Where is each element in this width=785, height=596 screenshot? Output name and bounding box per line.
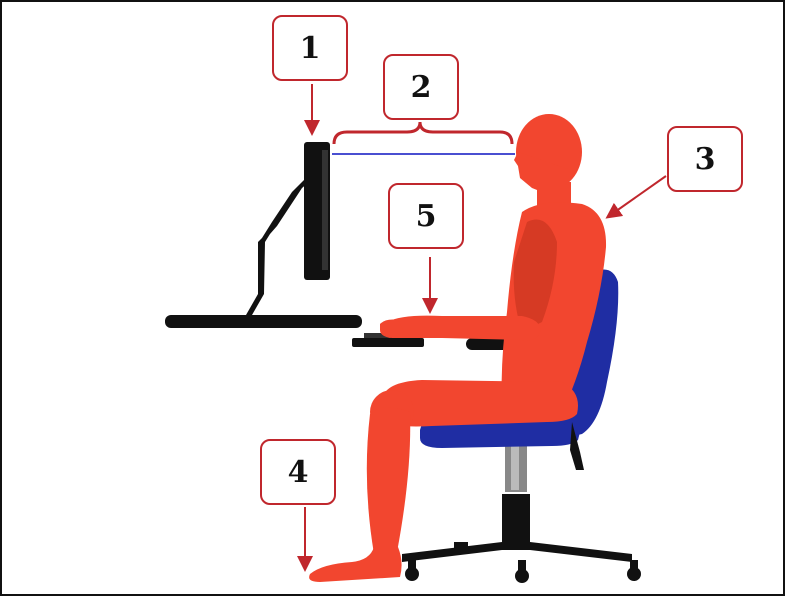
callout-label-1: 1 [272,15,348,81]
callout-label-2: 2 [383,54,459,120]
desk [165,315,362,328]
callout-label-5: 5 [388,183,464,249]
monitor [246,142,330,315]
callout-label-3: 3 [667,126,743,192]
distance-brace [334,122,512,144]
callout-label-4: 4 [260,439,336,505]
arrow-3 [612,176,666,214]
